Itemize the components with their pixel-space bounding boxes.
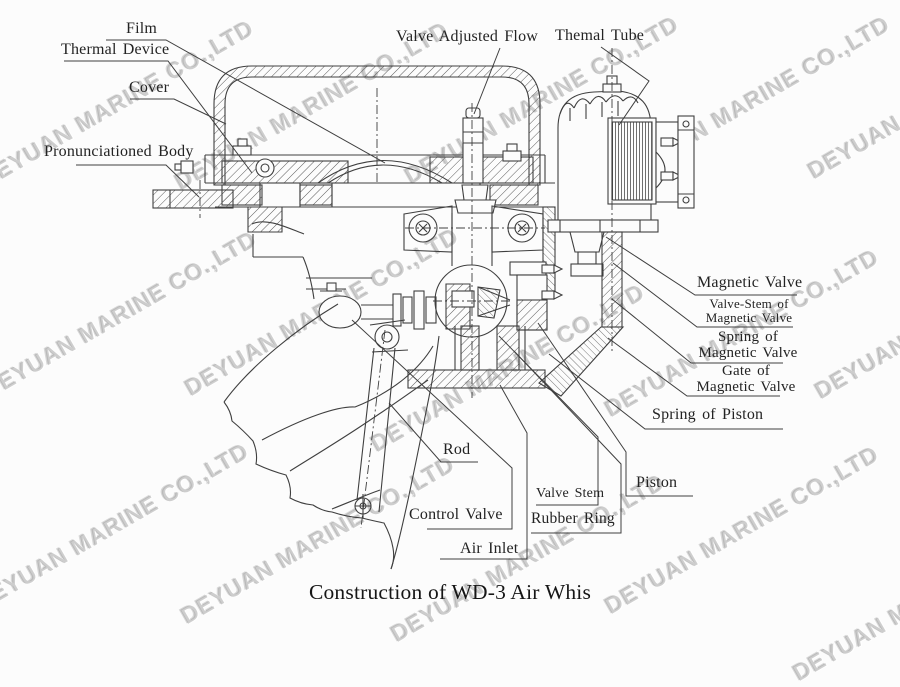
label-piston: Piston	[636, 474, 678, 491]
magnetic-valve-stem	[601, 231, 623, 328]
label-line: Gate of	[722, 363, 770, 379]
piston-chamber	[434, 264, 511, 338]
leader-magnetic-valve	[605, 236, 797, 296]
leader-cover	[130, 98, 227, 125]
label-film: Film	[126, 20, 158, 37]
label-magnetic-valve: Magnetic Valve	[697, 274, 803, 291]
label-line: Magnetic Valve	[696, 378, 796, 395]
label-thermal-device: Thermal Device	[61, 41, 170, 58]
whistle-section-drawing	[64, 39, 797, 570]
leader-valve-adjusted-flow	[473, 47, 501, 115]
thermal-device-plate	[174, 138, 546, 184]
leader-gate-of-magnetic-valve	[607, 337, 780, 397]
label-rubber-ring: Rubber Ring	[531, 510, 615, 527]
leader-lines	[64, 39, 797, 560]
label-gate-of-magnetic-valve: Gate of Magnetic Valve	[688, 363, 804, 395]
label-line: Valve-Stem of	[709, 296, 789, 311]
figure-caption: Construction of WD-3 Air Whis	[308, 580, 592, 604]
scanned-diagram-page: DEYUAN MARINE CO.,LTD DEYUAN MARINE CO.,…	[0, 5, 900, 685]
leader-air-inlet	[440, 384, 528, 560]
label-line: Magnetic Valve	[698, 344, 798, 361]
body-top-flange	[215, 182, 555, 208]
leader-valve-stem	[498, 335, 599, 506]
horn-bell	[223, 303, 440, 570]
center-lines	[199, 48, 613, 529]
label-pronunciationed-body: Pronunciationed Body	[44, 143, 194, 160]
film-diaphragm	[317, 160, 453, 184]
rod	[354, 319, 409, 518]
leader-piston	[537, 322, 693, 497]
leader-spring-of-magnetic-valve	[611, 298, 783, 364]
label-air-inlet: Air Inlet	[460, 540, 519, 557]
label-rod: Rod	[443, 441, 471, 458]
leader-valve-stem-of-magnetic-valve	[612, 262, 793, 328]
label-valve-adjusted-flow: Valve Adjusted Flow	[396, 28, 539, 45]
left-flange	[152, 189, 234, 209]
thermal-tube-and-adjust-screw	[454, 107, 497, 214]
label-spring-of-magnetic-valve: Spring of Magnetic Valve	[690, 329, 806, 361]
leader-rod	[388, 402, 478, 463]
leader-rubber-ring	[513, 350, 622, 534]
leader-thermal-device	[64, 60, 253, 174]
valve-stem-column	[403, 205, 544, 266]
leader-control-valve	[351, 319, 513, 530]
label-themal-tube: Themal Tube	[555, 27, 645, 44]
label-control-valve: Control Valve	[409, 506, 503, 523]
magnetic-valve-assembly	[547, 75, 695, 328]
label-valve-stem: Valve Stem	[536, 486, 605, 501]
solenoid-coil	[611, 121, 653, 201]
control-valve-assembly	[306, 277, 437, 330]
leader-pronunciationed-body	[76, 164, 200, 198]
label-line: Magnetic Valve	[705, 310, 793, 325]
leader-spring-of-piston	[548, 353, 783, 430]
leader-themal-tube	[600, 46, 650, 126]
label-valve-stem-of-magnetic-valve: Valve-Stem of Magnetic Valve	[694, 297, 804, 325]
label-spring-of-piston: Spring of Piston	[652, 406, 764, 423]
pronunciation-body	[247, 206, 556, 300]
leader-film	[106, 39, 386, 164]
label-line: Spring of	[717, 329, 779, 345]
piston-bracket	[509, 261, 564, 331]
air-inlet-base	[407, 325, 546, 389]
label-cover: Cover	[129, 79, 170, 96]
